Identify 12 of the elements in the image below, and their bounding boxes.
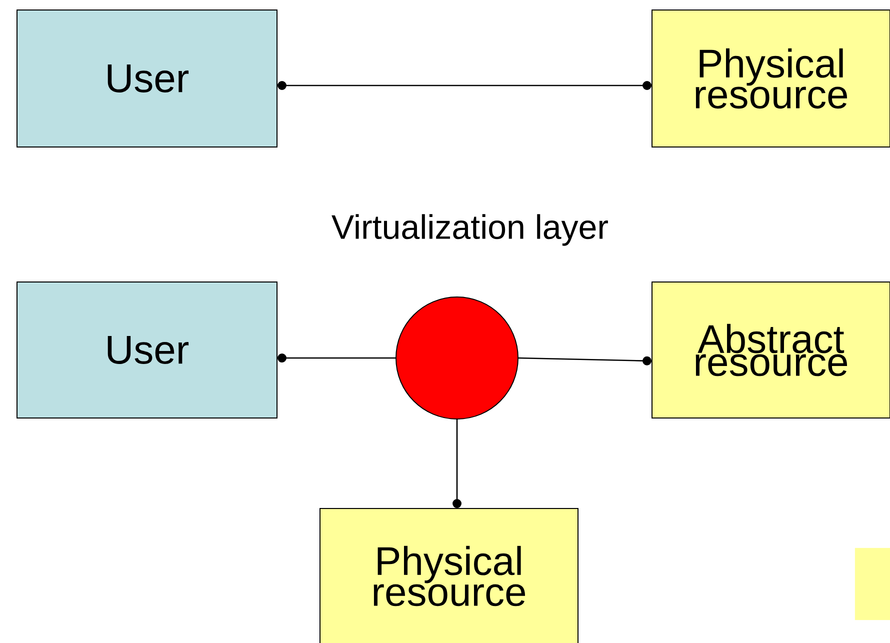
- resource-box: Abstract resource: [652, 282, 890, 418]
- resource-box: Physical resource: [320, 508, 578, 643]
- layer-label: Virtualization layer: [332, 214, 608, 246]
- connector-line: [452, 420, 462, 508]
- connector-line: [278, 354, 396, 362]
- connector-line: [278, 81, 652, 90]
- empty-box: [854, 548, 890, 620]
- user-box: User: [16, 10, 278, 148]
- user-box: User: [16, 282, 278, 418]
- resource-box: Physical resource: [652, 10, 890, 148]
- virtualization-circle: [396, 296, 518, 420]
- connector-line: [518, 356, 652, 366]
